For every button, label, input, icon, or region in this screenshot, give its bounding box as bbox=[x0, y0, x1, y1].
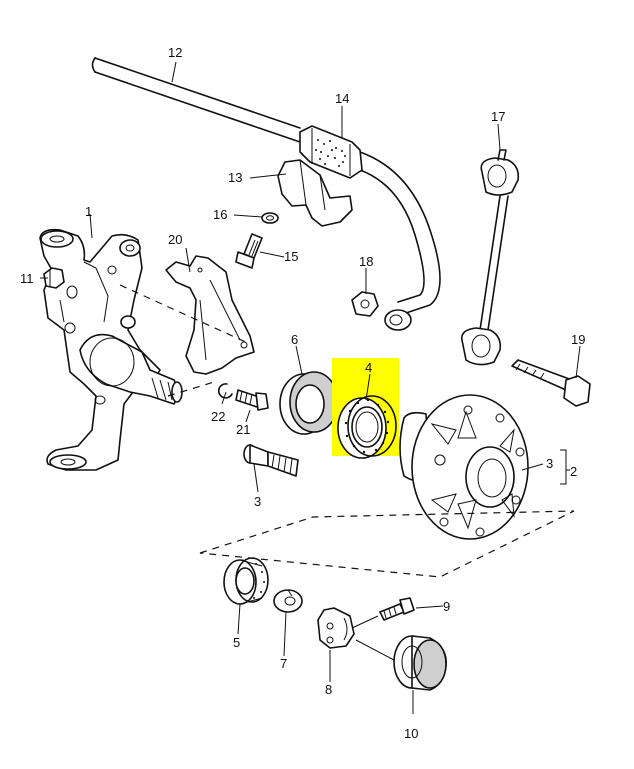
speed-sensor-8[interactable] bbox=[317, 607, 355, 649]
label-12: 12 bbox=[168, 45, 182, 60]
label-4: 4 bbox=[365, 360, 372, 375]
bolt-21[interactable] bbox=[235, 389, 269, 411]
stabilizer-bushing[interactable] bbox=[299, 125, 363, 179]
washer-16[interactable] bbox=[261, 212, 279, 224]
label-13: 13 bbox=[228, 170, 242, 185]
label-22: 22 bbox=[211, 409, 225, 424]
label-7: 7 bbox=[280, 656, 287, 671]
label-11: 11 bbox=[20, 271, 34, 286]
label-6: 6 bbox=[291, 332, 298, 347]
label-3-hub: 3 bbox=[546, 456, 553, 471]
stabilizer-bar[interactable] bbox=[91, 57, 441, 331]
bolt-9[interactable] bbox=[379, 597, 415, 621]
steering-knuckle[interactable] bbox=[39, 228, 183, 471]
coupling-link[interactable] bbox=[460, 149, 520, 366]
label-19: 19 bbox=[571, 332, 585, 347]
nut-18[interactable] bbox=[351, 291, 379, 317]
washer-7[interactable] bbox=[273, 589, 303, 613]
circlip-22[interactable] bbox=[217, 383, 233, 399]
label-21: 21 bbox=[236, 422, 250, 437]
label-14: 14 bbox=[335, 91, 349, 106]
label-20: 20 bbox=[168, 232, 182, 247]
label-17: 17 bbox=[491, 109, 505, 124]
seal-6[interactable] bbox=[279, 371, 339, 435]
label-9: 9 bbox=[443, 599, 450, 614]
wheel-bearing-4[interactable] bbox=[337, 395, 397, 459]
bolt-19[interactable] bbox=[511, 359, 591, 407]
splash-shield[interactable] bbox=[165, 255, 255, 375]
label-15: 15 bbox=[284, 249, 298, 264]
leader-lines bbox=[40, 61, 581, 714]
label-16: 16 bbox=[213, 207, 227, 222]
label-3-stud: 3 bbox=[254, 494, 261, 509]
guide-line-1 bbox=[119, 284, 251, 345]
label-10: 10 bbox=[404, 726, 418, 741]
label-5: 5 bbox=[233, 635, 240, 650]
guide-line-2 bbox=[167, 381, 215, 397]
nut-11[interactable] bbox=[43, 267, 65, 289]
stabilizer-bracket[interactable] bbox=[277, 159, 353, 227]
bearing-5[interactable] bbox=[223, 557, 269, 605]
label-18: 18 bbox=[359, 254, 373, 269]
wheel-hub[interactable] bbox=[399, 394, 529, 540]
label-2: 2 bbox=[570, 464, 577, 479]
hub-cap-10[interactable] bbox=[393, 635, 447, 691]
bolt-15[interactable] bbox=[235, 233, 263, 269]
label-1: 1 bbox=[85, 204, 92, 219]
wheel-stud-3[interactable] bbox=[243, 444, 299, 477]
exploded-group-outline bbox=[199, 510, 575, 578]
label-8: 8 bbox=[325, 682, 332, 697]
